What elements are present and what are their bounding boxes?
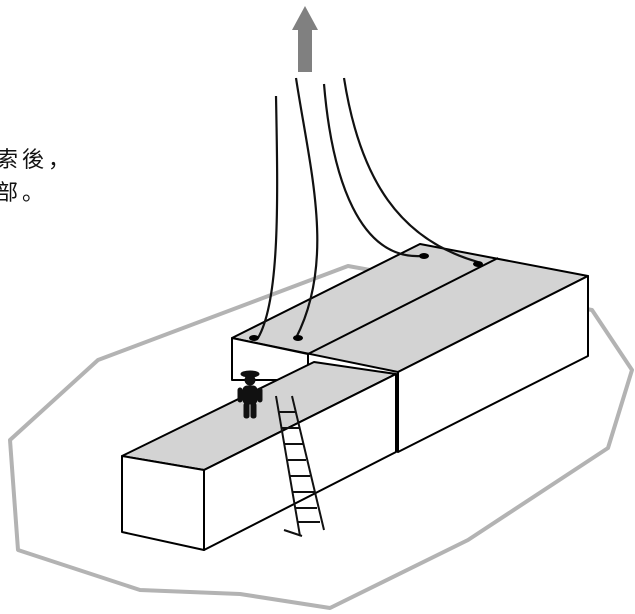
lower-block-side (203, 373, 397, 551)
raised-block-right (397, 275, 589, 453)
hook-2 (293, 335, 303, 341)
lower-block-front (121, 455, 205, 551)
cable-1 (257, 95, 279, 339)
up-arrow-icon (292, 6, 318, 72)
person-icon (237, 370, 263, 419)
lifting-cables (257, 77, 479, 339)
hook-1 (249, 335, 259, 341)
hook-4 (473, 261, 483, 267)
cable-2 (294, 77, 319, 339)
caption-line-1: 索後， (0, 148, 75, 173)
caption-line-2: 部。 (0, 181, 49, 206)
cable-3 (322, 83, 423, 258)
lower-block (121, 361, 397, 551)
cable-4 (342, 77, 479, 264)
ladder-icon (275, 395, 325, 537)
anchor-hooks (249, 253, 483, 341)
hook-3 (419, 253, 429, 259)
raised-block (231, 243, 589, 453)
